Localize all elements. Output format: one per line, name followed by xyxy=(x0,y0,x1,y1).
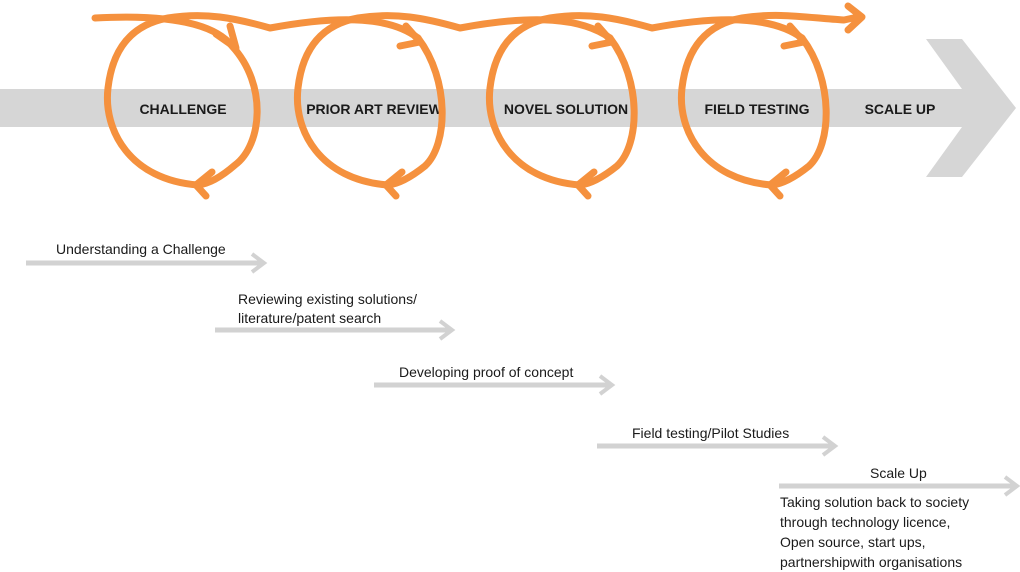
stage-label-field-testing: FIELD TESTING xyxy=(705,101,810,117)
loop-arrowheads xyxy=(192,2,866,200)
loop-novel-solution xyxy=(485,12,806,189)
arrowhead-icon xyxy=(844,2,866,34)
arrowhead-icon xyxy=(780,22,808,50)
step-label-line: literature/patent search xyxy=(238,310,382,326)
loop-field-testing xyxy=(677,11,862,189)
arrowhead-icon xyxy=(588,22,616,50)
stage-label-novel-solution: NOVEL SOLUTION xyxy=(504,101,628,117)
stage-label-prior-art-review: PRIOR ART REVIEW xyxy=(306,101,442,117)
step-label-scale-up: Scale Up xyxy=(870,464,927,483)
arrowhead-icon xyxy=(1003,475,1020,497)
step-label-reviewing-solutions: Reviewing existing solutions/ literature… xyxy=(238,290,417,328)
arrowhead-icon xyxy=(382,168,406,200)
step-label-line: Field testing/Pilot Studies xyxy=(632,425,790,441)
step-label-field-testing: Field testing/Pilot Studies xyxy=(632,424,789,443)
description-line: through technology licence, xyxy=(780,514,951,530)
step-label-line: Scale Up xyxy=(870,465,927,481)
step-label-understanding-challenge: Understanding a Challenge xyxy=(56,240,226,259)
description-line: Taking solution back to society xyxy=(780,494,970,510)
arrowhead-icon xyxy=(396,22,424,50)
step-arrows xyxy=(26,252,1020,497)
arrowhead-icon xyxy=(574,168,598,200)
step-label-line: Understanding a Challenge xyxy=(56,241,226,257)
arrowhead-icon xyxy=(821,435,839,457)
scale-up-description: Taking solution back to society through … xyxy=(780,492,969,572)
loop-prior-art-review xyxy=(293,12,614,189)
arrowhead-icon xyxy=(598,374,616,396)
arrowhead-icon xyxy=(766,168,790,200)
step-label-proof-of-concept: Developing proof of concept xyxy=(399,363,573,382)
stage-label-challenge: CHALLENGE xyxy=(139,101,226,117)
arrowhead-icon xyxy=(212,22,240,52)
description-line: partnershipwith organisations xyxy=(780,554,963,570)
step-label-line: Developing proof of concept xyxy=(399,364,574,380)
main-process-arrow xyxy=(0,39,1016,177)
description-line: Open source, start ups, xyxy=(780,534,926,550)
arrowhead-icon xyxy=(250,252,268,274)
step-label-line: Reviewing existing solutions/ xyxy=(238,291,417,307)
arrowhead-icon xyxy=(438,319,456,341)
arrowhead-icon xyxy=(192,168,216,200)
stage-label-scale-up: SCALE UP xyxy=(865,101,936,117)
